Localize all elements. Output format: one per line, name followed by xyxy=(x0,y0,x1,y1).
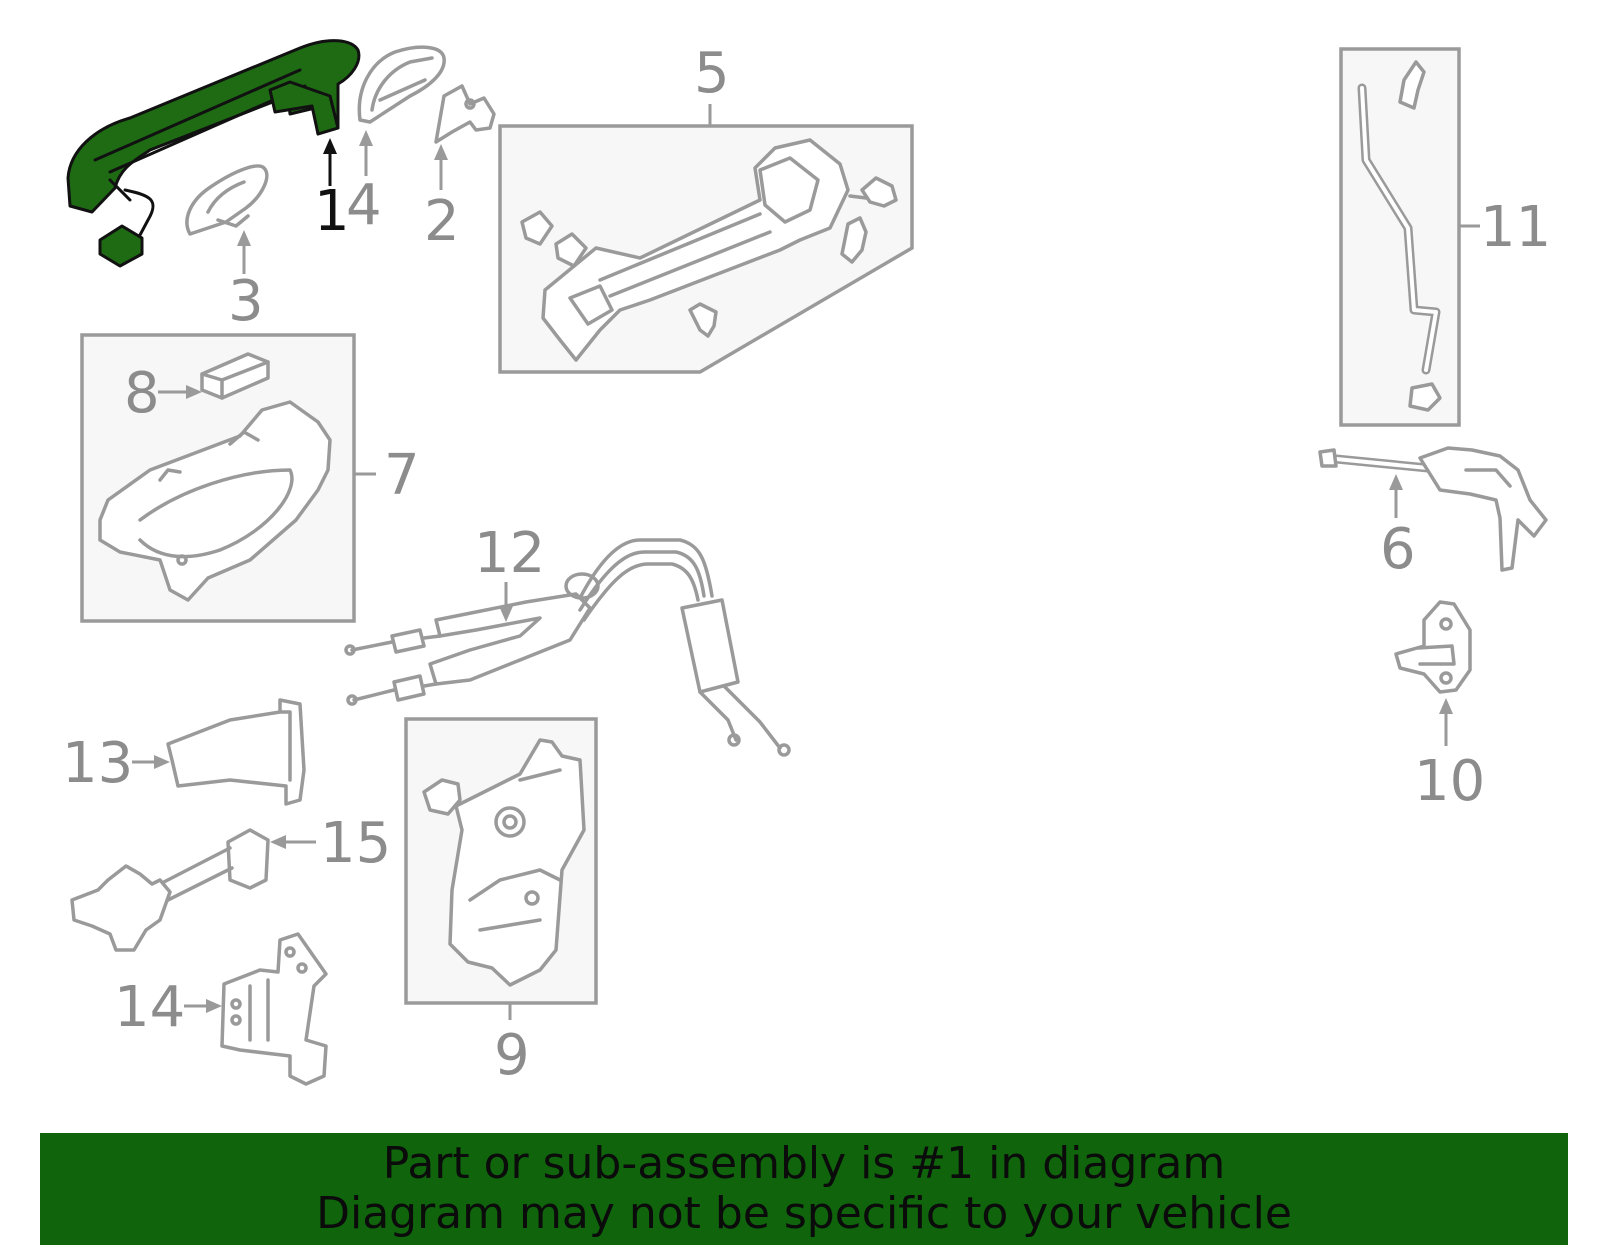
part-2-bracket[interactable] xyxy=(434,84,496,144)
part-8-switch[interactable] xyxy=(200,352,270,400)
assembly-box-5 xyxy=(498,124,914,374)
callout-11: 11 xyxy=(1480,195,1551,260)
callout-9: 9 xyxy=(494,1023,530,1088)
part-5-grommets[interactable] xyxy=(520,176,898,338)
leader-lines xyxy=(132,104,1480,1020)
assembly-box-11 xyxy=(1339,47,1461,427)
banner-line-1: Part or sub-assembly is #1 in diagram xyxy=(382,1138,1226,1189)
callout-13: 13 xyxy=(62,731,133,796)
callout-3: 3 xyxy=(228,269,264,334)
callout-14-lower: 14 xyxy=(114,975,185,1040)
part-3-bezel[interactable] xyxy=(185,164,269,236)
part-15-door-check[interactable] xyxy=(70,828,270,952)
callout-labels: 1 4 2 3 5 11 8 7 6 12 10 13 15 9 14 xyxy=(62,41,1551,1088)
callout-10: 10 xyxy=(1414,749,1485,814)
callout-4-upper: 4 xyxy=(346,173,382,238)
callout-5: 5 xyxy=(694,41,730,106)
part-12-cables[interactable] xyxy=(344,538,791,757)
callout-8: 8 xyxy=(124,361,160,426)
callout-15: 15 xyxy=(320,811,391,876)
part-5-handle-assembly[interactable] xyxy=(541,138,850,362)
assembly-box-7 xyxy=(80,333,356,623)
callout-6: 6 xyxy=(1380,517,1416,582)
part-10-striker[interactable] xyxy=(1394,600,1472,694)
part-9-latch-cover[interactable] xyxy=(422,778,462,816)
part-4-pad[interactable] xyxy=(357,45,446,124)
part-6-lock-rod[interactable] xyxy=(1318,446,1548,572)
part-14-hinge[interactable] xyxy=(220,932,328,1086)
callout-12: 12 xyxy=(474,521,545,586)
banner-line-2: Diagram may not be specific to your vehi… xyxy=(316,1188,1292,1239)
part-11-rod[interactable] xyxy=(1357,60,1442,412)
callout-7: 7 xyxy=(384,443,420,508)
assembly-box-9 xyxy=(404,717,598,1005)
part-9-door-latch[interactable] xyxy=(448,738,586,987)
callout-2: 2 xyxy=(424,189,460,254)
info-banner: Part or sub-assembly is #1 in diagram Di… xyxy=(40,1133,1568,1245)
part-13-plate[interactable] xyxy=(166,698,306,806)
callout-1: 1 xyxy=(314,179,350,244)
part-1-outside-handle[interactable] xyxy=(66,39,361,268)
part-7-inside-handle[interactable] xyxy=(98,400,332,602)
